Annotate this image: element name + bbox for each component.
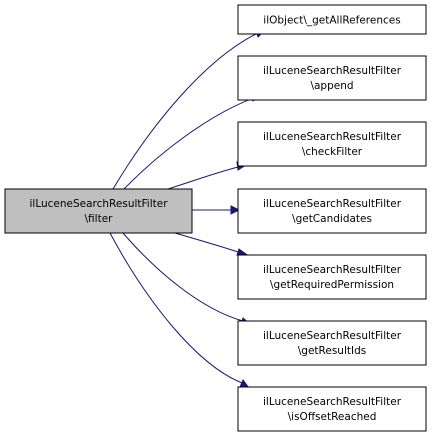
- edge-line: [123, 96, 257, 190]
- edge-to-checkFilter: [167, 161, 248, 190]
- edge-line: [112, 31, 261, 190]
- target-node-label-line1: ilLuceneSearchResultFilter: [263, 330, 402, 342]
- edge-to-getCandidates: [192, 205, 241, 215]
- target-node-getAllReferences[interactable]: ilObject\_getAllReferences: [237, 4, 427, 35]
- target-node-label-line1: ilLuceneSearchResultFilter: [263, 65, 402, 77]
- edge-to-getRequiredPermission: [174, 232, 248, 256]
- target-node-label-line1: ilObject\_getAllReferences: [263, 15, 400, 27]
- target-node-label-line1: ilLuceneSearchResultFilter: [263, 396, 402, 408]
- edge-line: [122, 232, 244, 322]
- edge-to-getResultIds: [122, 232, 252, 326]
- target-node-label-line2: \isOffsetReached: [288, 411, 377, 423]
- source-node[interactable]: ilLuceneSearchResultFilter \filter: [4, 188, 193, 234]
- edge-to-isOffsetReached: [109, 232, 251, 389]
- arrowhead-icon: [230, 205, 241, 215]
- target-node-isOffsetReached[interactable]: ilLuceneSearchResultFilter \isOffsetReach…: [237, 386, 427, 432]
- target-node-getResultIds[interactable]: ilLuceneSearchResultFilter \getResultIds: [237, 320, 427, 366]
- source-node-label-line2: \filter: [85, 213, 114, 225]
- target-node-label-line2: \getRequiredPermission: [270, 279, 394, 291]
- target-node-label-line2: \getResultIds: [298, 345, 366, 357]
- target-node-label-line2: \append: [310, 80, 353, 92]
- edge-line: [174, 232, 239, 253]
- target-node-label-line1: ilLuceneSearchResultFilter: [263, 264, 402, 276]
- target-node-label-line2: \getCandidates: [292, 213, 372, 225]
- target-node-label-line1: ilLuceneSearchResultFilter: [263, 198, 402, 210]
- arrowhead-icon: [236, 248, 248, 256]
- target-node-append[interactable]: ilLuceneSearchResultFilter \append: [237, 55, 427, 101]
- target-node-getRequiredPermission[interactable]: ilLuceneSearchResultFilter \getRequiredPe…: [237, 254, 427, 300]
- target-node-checkFilter[interactable]: ilLuceneSearchResultFilter \checkFilter: [237, 121, 427, 167]
- edge-line: [109, 232, 243, 384]
- nodes: ilLuceneSearchResultFilter \filter ilObj…: [4, 4, 427, 432]
- target-node-label-line1: ilLuceneSearchResultFilter: [263, 131, 402, 143]
- source-node-label-line1: ilLuceneSearchResultFilter: [29, 198, 168, 210]
- edge-line: [167, 166, 239, 190]
- target-node-label-line2: \checkFilter: [302, 146, 363, 158]
- target-node-getCandidates[interactable]: ilLuceneSearchResultFilter \getCandidates: [237, 188, 427, 234]
